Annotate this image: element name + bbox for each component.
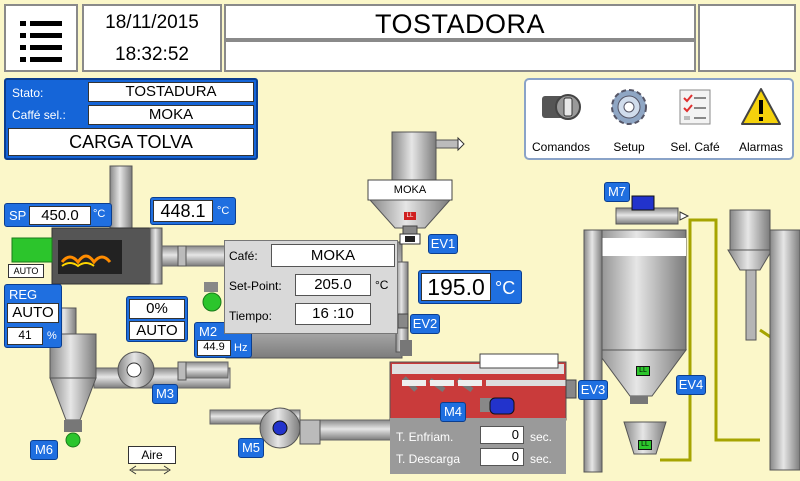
tiempo-value: 16 :10 bbox=[295, 303, 371, 325]
burner-blower bbox=[11, 237, 53, 263]
stato-label: Stato: bbox=[12, 86, 44, 100]
rotary-valve-m6 bbox=[65, 432, 81, 448]
tiempo-label: Tiempo: bbox=[229, 309, 272, 323]
enfriam-label: T. Enfriam. bbox=[396, 430, 454, 444]
commands-panel: Comandos Setup Sel. Café Alarmas bbox=[524, 78, 794, 160]
hopper-level-ll: LL bbox=[404, 212, 416, 220]
setup-button[interactable]: Setup bbox=[596, 84, 662, 158]
tag-ev3[interactable]: EV3 bbox=[578, 380, 608, 400]
drum-temp-unit: °C bbox=[495, 278, 516, 298]
descarga-label: T. Descarga bbox=[396, 452, 461, 466]
burner-temp-display: 448.1 bbox=[153, 200, 213, 222]
m2-label: M2 bbox=[199, 324, 218, 339]
m2-hz-value: 44.9 bbox=[197, 340, 231, 356]
tag-ev2[interactable]: EV2 bbox=[410, 314, 440, 334]
phase-display: CARGA TOLVA bbox=[8, 128, 254, 156]
warning-icon bbox=[741, 88, 781, 125]
sp-box: SP 450.0 °C bbox=[4, 203, 112, 227]
burner-auto-badge: AUTO bbox=[8, 264, 44, 278]
time-display: 18:32:52 bbox=[115, 44, 189, 65]
caffe-label: Caffé sel.: bbox=[12, 108, 66, 122]
checklist-icon bbox=[679, 89, 711, 125]
motor-m2 bbox=[202, 292, 222, 312]
funnel-level-ll: LL bbox=[638, 440, 652, 450]
hopper-label: MOKA bbox=[393, 184, 427, 196]
cafe-label: Café: bbox=[229, 249, 258, 263]
sel-cafe-button[interactable]: Sel. Café bbox=[662, 84, 728, 158]
tag-ev4[interactable]: EV4 bbox=[676, 375, 706, 395]
descarga-value[interactable]: 0 bbox=[480, 448, 524, 466]
reg-mode-button[interactable]: AUTO bbox=[7, 303, 59, 323]
stato-value: TOSTADURA bbox=[88, 82, 254, 102]
alarmas-label: Alarmas bbox=[738, 140, 783, 154]
burner-temp-unit: °C bbox=[217, 205, 230, 217]
gear-icon bbox=[611, 89, 647, 125]
reg-value: 41 bbox=[7, 327, 43, 345]
sel-cafe-label: Sel. Café bbox=[670, 140, 720, 154]
reg-unit: % bbox=[47, 330, 57, 342]
page-title: TOSTADORA bbox=[374, 9, 546, 39]
tag-ev1[interactable]: EV1 bbox=[428, 234, 458, 254]
status-panel: Stato: TOSTADURA Caffé sel.: MOKA CARGA … bbox=[4, 78, 258, 160]
comandos-label: Comandos bbox=[531, 140, 591, 154]
drum-temp-display: 195.0 bbox=[421, 273, 491, 301]
date-display: 18/11/2015 bbox=[105, 12, 199, 33]
menu-icon bbox=[20, 21, 62, 62]
tag-m3[interactable]: M3 bbox=[152, 384, 178, 404]
reg-label: REG bbox=[9, 287, 38, 302]
hopper bbox=[391, 131, 437, 181]
reg-box: REG AUTO 41 % bbox=[4, 284, 62, 348]
menu-button[interactable] bbox=[4, 4, 78, 72]
fan-percent: 0% bbox=[129, 299, 185, 319]
tag-m5[interactable]: M5 bbox=[238, 438, 264, 458]
alarmas-button[interactable]: Alarmas bbox=[728, 84, 794, 158]
descarga-unit: sec. bbox=[530, 452, 553, 466]
setup-label: Setup bbox=[613, 140, 645, 154]
cafe-value: MOKA bbox=[271, 244, 395, 267]
caffe-value: MOKA bbox=[88, 105, 254, 125]
key-switch-icon bbox=[542, 94, 581, 120]
datetime-panel: 18/11/2015 18:32:52 bbox=[82, 4, 222, 72]
enfriam-value[interactable]: 0 bbox=[480, 426, 524, 444]
sp-unit: °C bbox=[93, 208, 106, 220]
drum-temp-box: 195.0 °C bbox=[418, 270, 522, 304]
cooling-panel: T. Enfriam. 0 sec. T. Descarga 0 sec. bbox=[390, 418, 566, 474]
comandos-button[interactable]: Comandos bbox=[528, 84, 594, 158]
enfriam-unit: sec. bbox=[530, 430, 553, 444]
setpoint-unit: °C bbox=[375, 278, 389, 292]
subtitle-panel bbox=[224, 40, 696, 72]
tag-m7[interactable]: M7 bbox=[604, 182, 630, 202]
fan-control-box: 0% AUTO bbox=[126, 296, 188, 342]
sp-input[interactable]: 450.0 bbox=[29, 206, 91, 225]
roast-panel: Café: MOKA Set-Point: 205.0 °C Tiempo: 1… bbox=[224, 240, 398, 334]
fan-mode-button[interactable]: AUTO bbox=[129, 321, 185, 340]
chimney bbox=[109, 165, 133, 229]
tag-m6[interactable]: M6 bbox=[30, 440, 58, 460]
title-panel: TOSTADORA bbox=[224, 4, 696, 40]
tag-m4[interactable]: M4 bbox=[440, 402, 466, 422]
sp-label: SP bbox=[9, 208, 27, 223]
silo-level-ll: LL bbox=[636, 366, 650, 376]
m2-hz-unit: Hz bbox=[234, 342, 248, 354]
setpoint-input[interactable]: 205.0 bbox=[295, 274, 371, 296]
burner-temp-box: 448.1 °C bbox=[150, 197, 236, 225]
setpoint-label: Set-Point: bbox=[229, 279, 282, 293]
aire-label: Aire bbox=[128, 446, 176, 464]
header-right-panel bbox=[698, 4, 796, 72]
